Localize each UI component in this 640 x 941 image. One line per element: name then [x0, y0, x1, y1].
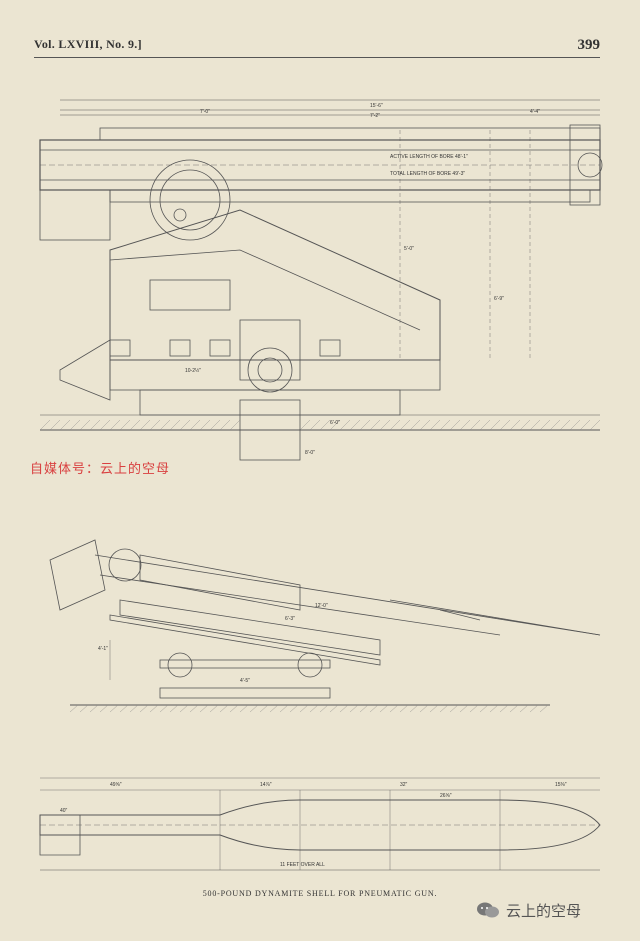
bore-total-label: TOTAL LENGTH OF BORE 49'-3" [390, 171, 465, 177]
dim-top-overall: 15'-6" [370, 103, 383, 109]
dim-base-c: 8'-0" [305, 450, 315, 456]
fig2-dim-d: 4'-1" [98, 646, 108, 652]
fig3-dim-c: 32" [400, 782, 408, 788]
header-rule [34, 57, 600, 58]
dim-base-a: 10-2½" [185, 367, 201, 374]
fig3-dim-d: 15⅜" [555, 782, 567, 788]
watermark-bottom-text: 云上的空母 [506, 901, 582, 920]
bore-active-label: ACTIVE LENGTH OF BORE 48'-1" [390, 154, 468, 160]
fig2-dim-a: 12'-0" [315, 603, 328, 609]
fig3-dim-e: 40" [60, 808, 68, 814]
page-number: 399 [577, 37, 601, 53]
dim-height-b: 6'-9" [494, 296, 504, 302]
dim-height-a: 5'-0" [404, 246, 414, 252]
dim-top-b: 7'-2" [370, 113, 380, 119]
fig3-dim-overall: 11 FEET OVER ALL [280, 862, 325, 868]
watermark-top: 自媒体号：云上的空母 [30, 462, 171, 477]
fig2-dim-c: 4'-5" [240, 678, 250, 684]
chat-bubble-icon [476, 901, 500, 919]
dim-top-a: 7'-0" [200, 109, 210, 115]
watermark-bottom: 云上的空母 [476, 897, 626, 923]
fig2-dim-b: 6'-3" [285, 616, 295, 622]
fig3-dim-f: 26⅝" [440, 793, 452, 799]
dim-base-b: 6'-0" [330, 420, 340, 426]
fig3-dim-a: 49⅝" [110, 782, 122, 788]
dim-top-c: 4'-4" [530, 109, 540, 115]
volume-header: Vol. LXVIII, No. 9.] [34, 37, 142, 51]
fig3-dim-b: 14⅞" [260, 782, 272, 788]
figure-caption: 500-POUND DYNAMITE SHELL FOR PNEUMATIC G… [202, 889, 438, 898]
